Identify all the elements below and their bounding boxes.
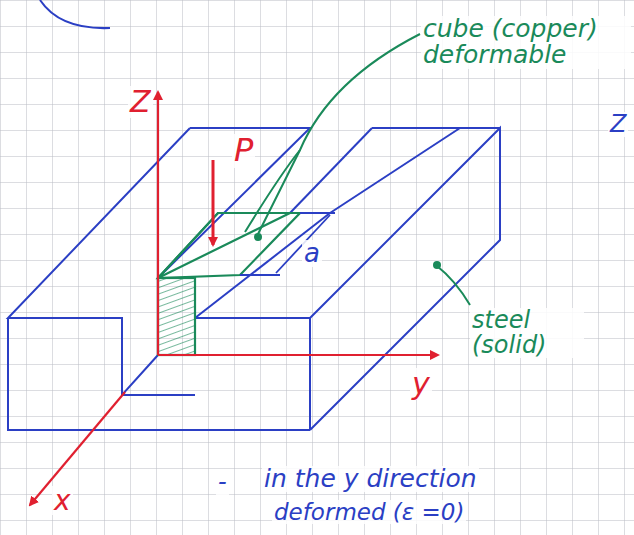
- dimension-label: a: [302, 240, 322, 267]
- steel-block: [8, 128, 500, 430]
- leader-dot: [433, 261, 441, 269]
- part-label: cube (copper) deformable: [421, 16, 631, 69]
- note-text: -: [216, 470, 229, 495]
- leader-dot: [254, 233, 262, 241]
- leader-line: [245, 34, 470, 305]
- dimension-line: [240, 213, 335, 275]
- axes: [30, 92, 438, 505]
- load-label: P: [232, 134, 255, 168]
- margin-stroke: [40, 0, 110, 28]
- note-text: deformed (ε =0): [272, 500, 466, 524]
- copper-cube: [158, 213, 300, 355]
- note-text: Z: [608, 112, 628, 137]
- axis-label: x: [52, 486, 73, 515]
- part-label: steel (solid): [470, 308, 584, 358]
- axis-label: y: [410, 368, 432, 400]
- note-text: in the y direction: [262, 466, 479, 492]
- axis-label: Z: [128, 86, 153, 118]
